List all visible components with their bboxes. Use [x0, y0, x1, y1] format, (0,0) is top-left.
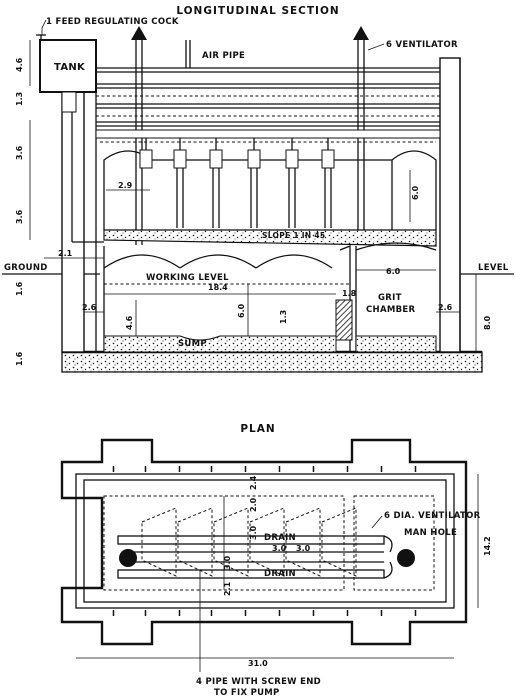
- ventilator-label: 6 VENTILATOR: [386, 40, 458, 50]
- svg-text:I: I: [414, 609, 417, 618]
- upper-arches: [103, 150, 437, 230]
- drain-label-top: DRAIN: [264, 533, 296, 543]
- dim-2-4-v: 2.4: [249, 475, 258, 490]
- header-beam: [95, 129, 441, 143]
- svg-text:I: I: [144, 609, 147, 618]
- grit-chamber-label-1: GRIT: [378, 293, 402, 303]
- dim-1-3-center: 1.3: [279, 310, 288, 324]
- dim-1-6: 1.6: [15, 281, 24, 296]
- plan-beam-marks: I I I I I I I I I I I I I I I I I I I I: [112, 465, 417, 618]
- tank-label: TANK: [54, 62, 86, 73]
- tank: [36, 34, 97, 113]
- svg-text:I: I: [278, 609, 281, 618]
- sloped-slab: [103, 229, 437, 247]
- svg-text:I: I: [244, 609, 247, 618]
- manhole-left: [119, 549, 137, 567]
- dim-2-6-right: 2.6: [438, 303, 453, 312]
- plan-title: PLAN: [240, 423, 275, 435]
- plan-manholes: [119, 549, 415, 567]
- manhole-label: MAN HOLE: [404, 528, 457, 538]
- dim-4-6: 4.6: [125, 315, 134, 330]
- dim-2-6-left: 2.6: [82, 303, 97, 312]
- manhole-right: [397, 549, 415, 567]
- dim-3-0-v1: 3.0: [223, 555, 232, 570]
- dim-4-6-top: 4.6: [15, 57, 24, 72]
- slope-label: SLOPE 1 IN 45: [262, 231, 325, 240]
- air-pipe-label: AIR PIPE: [202, 51, 245, 61]
- dim-2-9: 2.9: [118, 181, 133, 190]
- dim-3-6-lower: 3.6: [15, 209, 24, 224]
- dim-1-6-bottom: 1.6: [15, 351, 24, 366]
- plan-outer-wall: [60, 438, 468, 646]
- plan-ventilator-leader: [371, 515, 383, 529]
- dim-3-0-a: 3.0: [272, 544, 287, 553]
- plan-ventilator-label: 6 DIA. VENTILATOR: [384, 511, 481, 521]
- distributor-arms: [139, 138, 335, 228]
- plan-distributor-units: [141, 507, 357, 577]
- dim-1-3: 1.3: [15, 92, 24, 106]
- sump-label: SUMP: [178, 339, 207, 349]
- distribution-pipes: [96, 67, 440, 127]
- plan-dimensions: 14.2 31.0 3.0 3.0 3.0 3.0 2.1 2.0 2.4: [76, 474, 492, 668]
- svg-text:I: I: [178, 465, 181, 474]
- svg-text:I: I: [380, 465, 383, 474]
- svg-text:I: I: [346, 609, 349, 618]
- svg-text:I: I: [278, 465, 281, 474]
- pipe-note-line-1: 4 PIPE WITH SCREW END: [196, 677, 321, 687]
- ground-label: GROUND: [4, 263, 48, 273]
- dim-2-1-v: 2.1: [223, 581, 232, 596]
- dim-18-4: 18.4: [208, 283, 228, 292]
- air-pipe: [185, 40, 191, 68]
- grit-chamber-label-2: CHAMBER: [366, 305, 415, 315]
- svg-text:I: I: [380, 609, 383, 618]
- svg-text:I: I: [312, 609, 315, 618]
- pipe-note-line-2: TO FIX PUMP: [214, 688, 280, 698]
- level-label: LEVEL: [478, 263, 509, 273]
- svg-text:I: I: [210, 465, 213, 474]
- left-wall: [61, 89, 97, 353]
- dim-6-0-vert: 6.0: [411, 185, 420, 200]
- dim-3-0-v2: 3.0: [249, 525, 258, 540]
- svg-text:I: I: [414, 465, 417, 474]
- ventilator-leader: [367, 43, 385, 51]
- grit-chamber: [335, 246, 357, 352]
- foundation-slab: [61, 351, 483, 373]
- plan-view: PLAN I I I I I I I I I I I I I I: [60, 423, 492, 698]
- section-title: LONGITUDINAL SECTION: [176, 5, 339, 17]
- working-level-label: WORKING LEVEL: [146, 273, 229, 283]
- svg-text:I: I: [244, 465, 247, 474]
- longitudinal-section: LONGITUDINAL SECTION GROUND LEVEL TANK: [2, 5, 514, 373]
- svg-text:I: I: [112, 609, 115, 618]
- dim-1-8: 1.8: [342, 289, 357, 298]
- section-dimensions: 4.6 1.3 3.6 3.6 1.6 1.6 2.9 6.0 2.1 6.0 …: [15, 40, 492, 366]
- dim-6-0-h: 6.0: [386, 267, 401, 276]
- svg-text:I: I: [346, 465, 349, 474]
- svg-text:I: I: [178, 609, 181, 618]
- dim-14-2: 14.2: [483, 536, 492, 556]
- dim-31-0: 31.0: [248, 659, 268, 668]
- svg-text:I: I: [210, 609, 213, 618]
- feed-cock-label: 1 FEED REGULATING COCK: [46, 17, 179, 27]
- sump-floor: [103, 335, 437, 353]
- dim-6-0-lower: 6.0: [237, 303, 246, 318]
- svg-text:I: I: [312, 465, 315, 474]
- svg-text:I: I: [112, 465, 115, 474]
- dim-2-0-v: 2.0: [249, 497, 258, 512]
- dim-2-1: 2.1: [58, 249, 73, 258]
- svg-text:I: I: [144, 465, 147, 474]
- plan-drains: [117, 535, 393, 579]
- feed-cock-leader: [41, 19, 47, 35]
- dim-8-0: 8.0: [483, 315, 492, 330]
- feed-down-pipe: [71, 112, 104, 243]
- drain-label-bottom: DRAIN: [264, 569, 296, 579]
- dim-3-6-left: 3.6: [15, 145, 24, 160]
- dim-3-0-b: 3.0: [296, 544, 311, 553]
- right-wall: [439, 57, 461, 353]
